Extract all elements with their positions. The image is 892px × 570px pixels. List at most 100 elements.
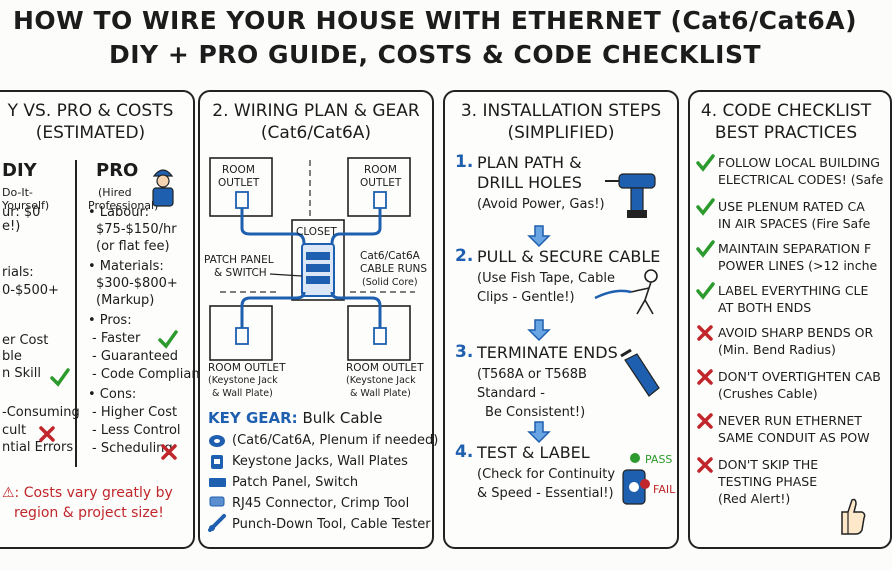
- diy-line: e!): [2, 219, 21, 234]
- panel1-divider: [75, 160, 77, 467]
- fail-label: FAIL: [653, 483, 676, 496]
- keystone-jack-icon: [211, 455, 223, 469]
- pass-label: PASS: [645, 453, 673, 466]
- step-title: TEST & LABEL: [477, 443, 590, 462]
- diy-line: rials:: [2, 265, 34, 280]
- step-detail: Be Consistent!): [485, 405, 586, 420]
- step-number: 1.: [455, 152, 474, 172]
- pro-line: - Code Compliant: [92, 367, 205, 382]
- pro-line: $75-$150/hr: [96, 222, 177, 237]
- check-icon: [158, 330, 178, 349]
- step-detail: Clips - Gentle!): [477, 290, 575, 305]
- checklist-item-line-1: NEVER RUN ETHERNET: [718, 413, 862, 428]
- step-detail: Standard -: [477, 386, 545, 401]
- arrow-icon: [527, 319, 551, 342]
- panel-wiring-plan: 2. WIRING PLAN & GEAR (Cat6/Cat6A) ROOM …: [198, 90, 438, 549]
- step-title: TERMINATE ENDS: [477, 343, 618, 362]
- drill-icon: [605, 173, 656, 218]
- punch-down-tool-icon: [208, 514, 226, 532]
- step-number: 4.: [455, 442, 474, 462]
- checklist-item-line-3: (Red Alert!): [718, 491, 791, 506]
- page-title: HOW TO WIRE YOUR HOUSE WITH ETHERNET (Ca…: [0, 4, 870, 72]
- cross-icon: [697, 457, 713, 473]
- patch-panel-label-2: & SWITCH: [214, 267, 267, 279]
- checklist-item-line-2: POWER LINES (>12 inche: [718, 258, 878, 273]
- pro-line: - Scheduling: [92, 441, 173, 456]
- panel2-heading-1: 2. WIRING PLAN & GEAR: [212, 101, 420, 121]
- checklist-item-line-2: ELECTRICAL CODES! (Safe: [718, 172, 884, 187]
- pro-line: - Faster: [92, 331, 141, 346]
- check-icon: [696, 198, 715, 216]
- pro-line: • Pros:: [88, 313, 132, 328]
- room-outlet-bl-3: & Wall Plate): [212, 388, 273, 399]
- step-detail: (Avoid Power, Gas!): [477, 197, 605, 212]
- checklist-item-line-1: FOLLOW LOCAL BUILDING: [718, 155, 880, 170]
- checklist-item-line-1: AVOID SHARP BENDS OR: [718, 325, 874, 340]
- pro-sub-1: (Hired: [98, 186, 132, 199]
- cross-icon: [161, 444, 177, 460]
- cost-note-1: ⚠: Costs vary greatly by: [2, 485, 173, 501]
- closet-label: CLOSET: [296, 226, 337, 238]
- cross-icon: [697, 413, 713, 429]
- cable-runs-label-2: CABLE RUNS: [360, 263, 428, 275]
- panel1-heading-1: Y VS. PRO & COSTS: [7, 101, 174, 121]
- cable-runs-label-3: (Solid Core): [362, 277, 418, 288]
- step-title-2: DRILL HOLES: [477, 173, 582, 192]
- room-outlet-bl-1: ROOM OUTLET: [208, 362, 286, 374]
- patch-panel-icon: [209, 478, 226, 487]
- diy-line: -Consuming: [2, 405, 80, 420]
- panel3-heading-2: (SIMPLIFIED): [507, 123, 615, 143]
- panel4-heading-1: 4. CODE CHECKLIST: [700, 101, 872, 121]
- gear-item: Patch Panel, Switch: [232, 475, 359, 490]
- step-detail: (Check for Continuity: [477, 467, 616, 482]
- room-outlet-tr-1: ROOM: [364, 164, 397, 176]
- checklist-item-line-1: USE PLENUM RATED CA: [718, 199, 865, 214]
- check-icon: [696, 240, 715, 258]
- step-title: PULL & SECURE CABLE: [477, 247, 661, 266]
- check-icon: [696, 282, 715, 300]
- step-detail: (Use Fish Tape, Cable: [477, 271, 615, 286]
- cable-runs-label-1: Cat6/Cat6A: [360, 250, 420, 262]
- diy-title: DIY: [2, 160, 37, 181]
- diy-sub-2: Yourself): [2, 199, 50, 212]
- room-outlet-br-1: ROOM OUTLET: [346, 362, 424, 374]
- room-outlet-tl-1: ROOM: [222, 164, 255, 176]
- room-outlet-bl-2: (Keystone Jack: [208, 375, 278, 386]
- panel4-heading-2: BEST PRACTICES: [714, 123, 858, 143]
- title-line-2: DIY + PRO GUIDE, COSTS & CODE CHECKLIST: [108, 40, 762, 69]
- gear-item: Keystone Jacks, Wall Plates: [232, 454, 408, 469]
- cable-tester-icon: [622, 453, 650, 505]
- gear-item: Punch-Down Tool, Cable Tester: [232, 517, 431, 532]
- pro-sub-2: Professional): [88, 199, 159, 212]
- room-outlet-tr-2: OUTLET: [360, 177, 402, 189]
- checklist-item-line-2: SAME CONDUIT AS POW: [718, 430, 870, 445]
- checklist-item-line-2: TESTING PHASE: [718, 474, 818, 489]
- key-gear-title: KEY GEAR: Bulk Cable: [208, 410, 382, 427]
- room-outlet-br-3: & Wall Plate): [350, 388, 411, 399]
- panel3-heading-1: 3. INSTALLATION STEPS: [460, 101, 662, 121]
- check-icon: [696, 154, 715, 172]
- panel-diy-vs-pro: Y VS. PRO & COSTS (ESTIMATED) DIY Do-It-…: [0, 90, 205, 549]
- cross-icon: [697, 369, 713, 385]
- pro-title: PRO: [96, 160, 139, 181]
- diy-line: ble: [2, 349, 22, 364]
- pro-line: - Less Control: [92, 423, 181, 438]
- pro-line: • Labour:: [88, 205, 149, 220]
- gear-item: RJ45 Connector, Crimp Tool: [232, 496, 410, 511]
- diy-line: n Skill: [2, 366, 41, 381]
- panel2-heading-2: (Cat6/Cat6A): [260, 123, 372, 143]
- diy-line: 0-$500+: [2, 283, 59, 298]
- diy-line: ntial Errors: [2, 440, 74, 455]
- pro-line: (Markup): [96, 293, 155, 308]
- checklist-item-line-1: DON'T SKIP THE: [718, 457, 819, 472]
- arrow-icon: [527, 421, 551, 444]
- diy-line: ur: $0: [2, 205, 41, 220]
- checklist-item-line-2: IN AIR SPACES (Fire Safe: [718, 216, 871, 231]
- pro-line: (or flat fee): [96, 239, 170, 254]
- gear-icons: [208, 435, 226, 532]
- room-outlet-br-2: (Keystone Jack: [346, 375, 416, 386]
- checklist-item-line-2: (Crushes Cable): [718, 386, 818, 401]
- thumbs-up-icon: [841, 498, 866, 535]
- panel-code-checklist: 4. CODE CHECKLIST BEST PRACTICES FOLLOW …: [688, 90, 892, 549]
- cross-icon: [39, 426, 55, 442]
